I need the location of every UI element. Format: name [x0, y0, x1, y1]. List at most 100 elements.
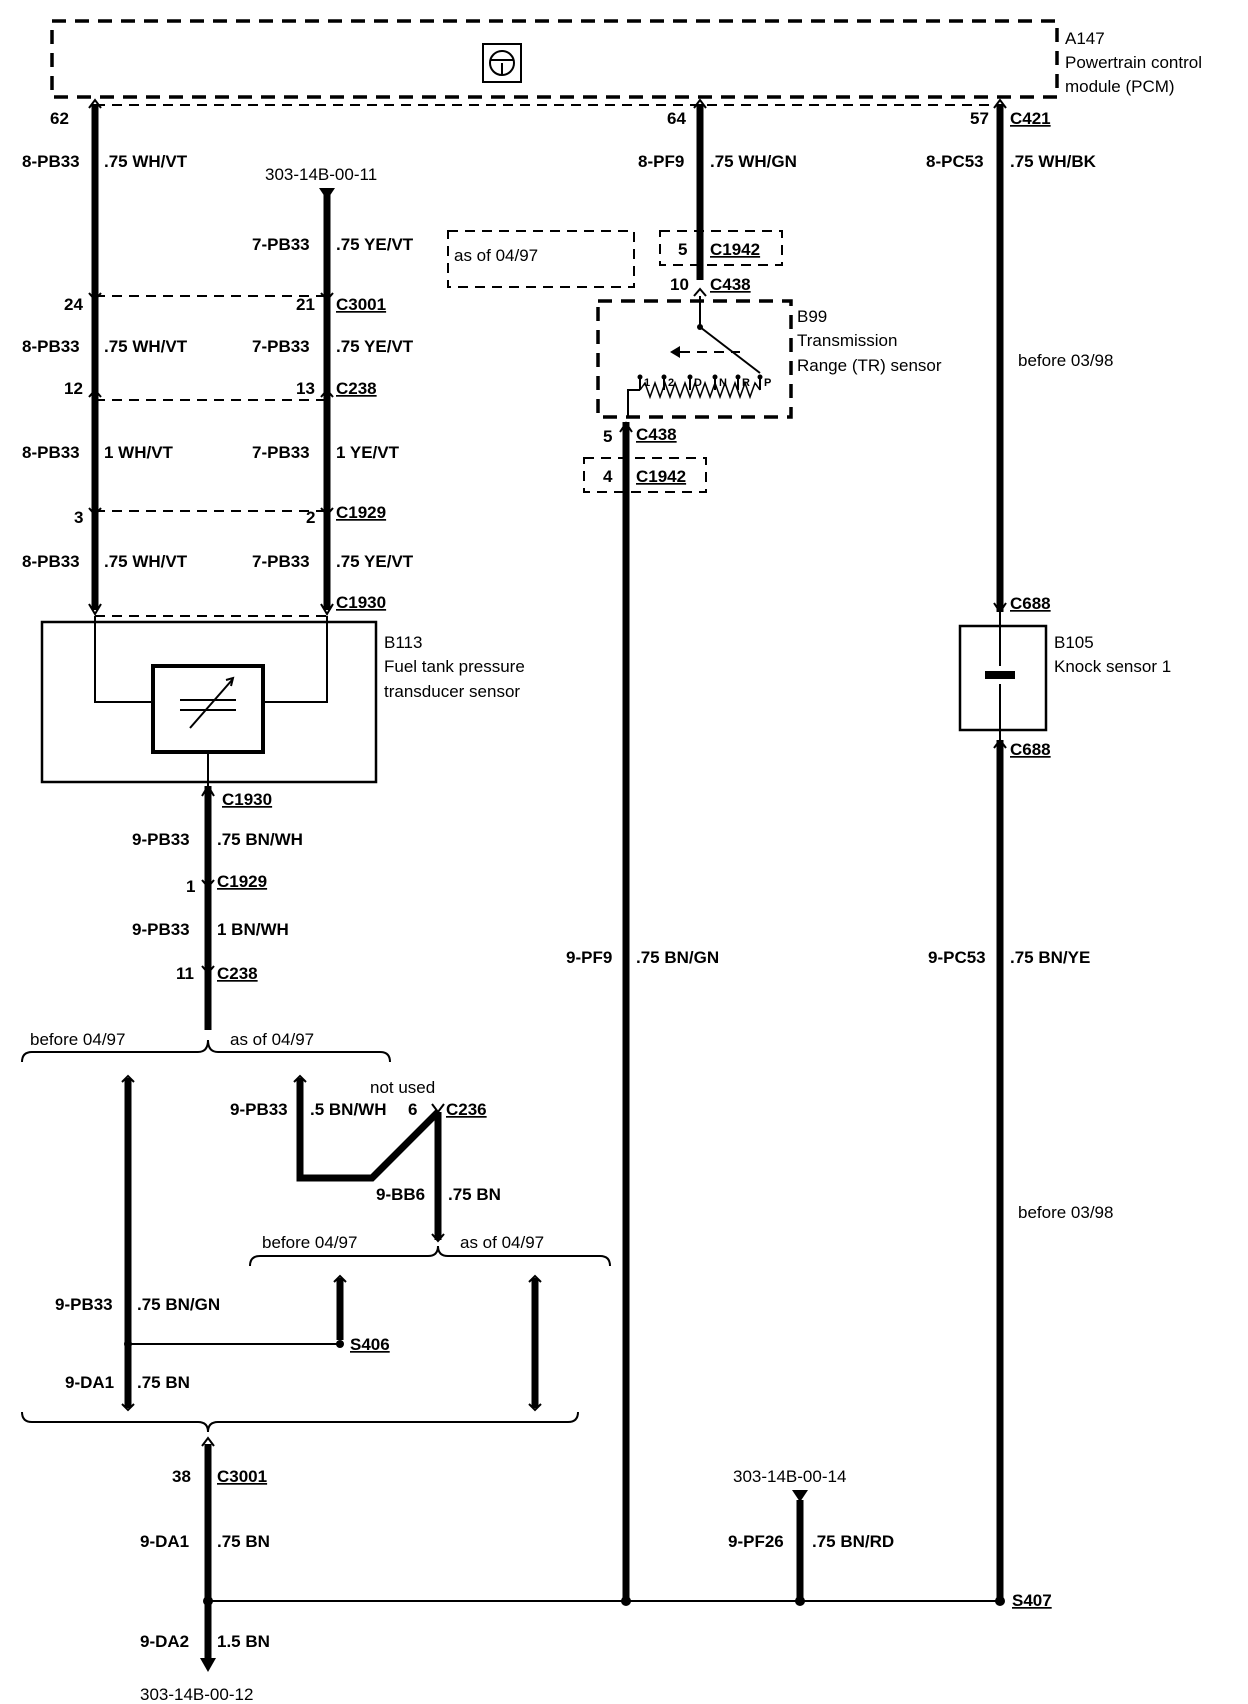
wire-label: 7-PB33 [252, 443, 310, 462]
svg-text:B99: B99 [797, 307, 827, 326]
svg-text:.75 BN: .75 BN [448, 1185, 501, 1204]
svg-text:.75 BN/WH: .75 BN/WH [217, 830, 303, 849]
svg-text:5: 5 [603, 427, 612, 446]
wire-spec: .75 WH/VT [104, 337, 188, 356]
svg-text:13: 13 [296, 379, 315, 398]
svg-text:C238: C238 [336, 379, 377, 398]
pcm-name-1: Powertrain control [1065, 53, 1202, 72]
wire-9-pb33-before: 9-PB33 .75 BN/GN 9-DA1 .75 BN [55, 1074, 340, 1412]
svg-text:5: 5 [678, 240, 687, 259]
svg-text:9-PF9: 9-PF9 [566, 948, 612, 967]
svg-text:Range (TR) sensor: Range (TR) sensor [797, 356, 942, 375]
svg-text:before 03/98: before 03/98 [1018, 1203, 1113, 1222]
svg-text:C1929: C1929 [336, 503, 386, 522]
svg-text:before 03/98: before 03/98 [1018, 351, 1113, 370]
pin-label: 62 [50, 109, 69, 128]
connector-c238: 12 13 C238 [64, 379, 377, 401]
variant-brace-1: before 04/97 as of 04/97 [21, 1030, 391, 1063]
svg-text:4: 4 [603, 467, 613, 486]
pcm-name-2: module (PCM) [1065, 77, 1175, 96]
b113-id: B113 [384, 633, 422, 652]
pcm-id: A147 [1065, 29, 1105, 48]
wire-spec: 1 WH/VT [104, 443, 174, 462]
svg-text:6: 6 [408, 1100, 417, 1119]
svg-text:9-PB33: 9-PB33 [55, 1295, 113, 1314]
svg-text:C3001: C3001 [217, 1467, 267, 1486]
svg-text:21: 21 [296, 295, 315, 314]
wire-9-da1-ground: 38 C3001 9-DA1 .75 BN 9-DA2 1.5 BN 303-1… [140, 1436, 270, 1704]
svg-text:9-DA1: 9-DA1 [65, 1373, 114, 1392]
svg-text:.75 BN/GN: .75 BN/GN [636, 948, 719, 967]
ref-label: 303-14B-00-11 [265, 165, 377, 184]
svg-text:C3001: C3001 [336, 295, 386, 314]
svg-text:.75 BN/YE: .75 BN/YE [1010, 948, 1090, 967]
pcm-module: A147 Powertrain control module (PCM) [50, 19, 1202, 106]
svg-text:as of 04/97: as of 04/97 [230, 1030, 314, 1049]
connector-c1930-top: C1930 [88, 593, 386, 617]
svg-text:B105: B105 [1054, 633, 1094, 652]
svg-text:C1929: C1929 [217, 872, 267, 891]
wire-spec: 1 YE/VT [336, 443, 400, 462]
svg-text:before 04/97: before 04/97 [30, 1030, 125, 1049]
svg-text:as of 04/97: as of 04/97 [454, 246, 538, 265]
svg-text:9-BB6: 9-BB6 [376, 1185, 425, 1204]
svg-text:1: 1 [186, 877, 195, 896]
tr-position-contacts: 1 2 D N R P [637, 374, 771, 390]
svg-text:1 BN/WH: 1 BN/WH [217, 920, 289, 939]
wire-9-pb33-sensor-out: C1930 9-PB33 .75 BN/WH 1 C1929 9-PB33 1 … [132, 784, 303, 1030]
connector-c438-top: 10 C438 [670, 275, 751, 297]
svg-text:D: D [694, 377, 702, 389]
svg-text:2: 2 [668, 377, 674, 389]
connector-c1929: 3 2 C1929 [74, 503, 386, 527]
svg-text:not used: not used [370, 1078, 435, 1097]
as-of-0497-note: as of 04/97 [447, 230, 635, 288]
svg-text:.75 BN/RD: .75 BN/RD [812, 1532, 894, 1551]
b113-name-2: transducer sensor [384, 682, 520, 701]
wire-8-pf9: 64 8-PF9 .75 WH/GN [638, 98, 797, 280]
svg-text:Transmission: Transmission [797, 331, 897, 350]
svg-text:.75 BN/GN: .75 BN/GN [137, 1295, 220, 1314]
svg-text:C1942: C1942 [710, 240, 760, 259]
svg-text:C688: C688 [1010, 740, 1051, 759]
variant-brace-3 [21, 1411, 579, 1433]
svg-text:as of 04/97: as of 04/97 [460, 1233, 544, 1252]
wire-spec: .75 WH/VT [104, 552, 188, 571]
tr-sensor: 1 2 D N R P B99 Transmission Range (TR) … [596, 296, 942, 419]
wire-9-pf9: 5 C438 4 C1942 9-PF9 .75 BN/GN [566, 421, 719, 1606]
svg-text:24: 24 [64, 295, 83, 314]
svg-text:9-PB33: 9-PB33 [230, 1100, 288, 1119]
svg-text:C238: C238 [217, 964, 258, 983]
wire-label: 7-PB33 [252, 552, 310, 571]
steering-wheel-icon [482, 43, 522, 83]
wire-spec: .75 YE/VT [336, 235, 414, 254]
svg-text:9-DA1: 9-DA1 [140, 1532, 189, 1551]
b113-name-1: Fuel tank pressure [384, 657, 525, 676]
svg-text:64: 64 [667, 109, 686, 128]
svg-text:C688: C688 [1010, 594, 1051, 613]
knock-sensor: B105 Knock sensor 1 [958, 612, 1171, 740]
svg-text:C1930: C1930 [222, 790, 272, 809]
svg-text:C1942: C1942 [636, 467, 686, 486]
svg-text:C1930: C1930 [336, 593, 386, 612]
wire-9-pb33-as-of: not used 9-PB33 .5 BN/WH 6 C236 9-BB6 .7… [230, 1074, 501, 1243]
svg-text:12: 12 [64, 379, 83, 398]
svg-text:8-PC53: 8-PC53 [926, 152, 984, 171]
svg-text:11: 11 [176, 964, 194, 983]
wire-label: 7-PB33 [252, 337, 310, 356]
svg-text:38: 38 [172, 1467, 191, 1486]
svg-text:2: 2 [306, 508, 315, 527]
svg-text:C421: C421 [1010, 109, 1051, 128]
svg-text:303-14B-00-12: 303-14B-00-12 [140, 1685, 253, 1704]
wire-9-pf26: 303-14B-00-14 9-PF26 .75 BN/RD [728, 1467, 894, 1606]
wire-spec: .75 YE/VT [336, 552, 414, 571]
svg-text:S407: S407 [1012, 1591, 1052, 1610]
svg-text:3: 3 [74, 508, 83, 527]
svg-text:9-PB33: 9-PB33 [132, 920, 190, 939]
svg-text:1.5 BN: 1.5 BN [217, 1632, 270, 1651]
svg-text:R: R [742, 377, 750, 389]
wire-spec: .75 YE/VT [336, 337, 414, 356]
svg-text:9-DA2: 9-DA2 [140, 1632, 189, 1651]
svg-text:9-PC53: 9-PC53 [928, 948, 986, 967]
wire-label: 8-PB33 [22, 337, 80, 356]
